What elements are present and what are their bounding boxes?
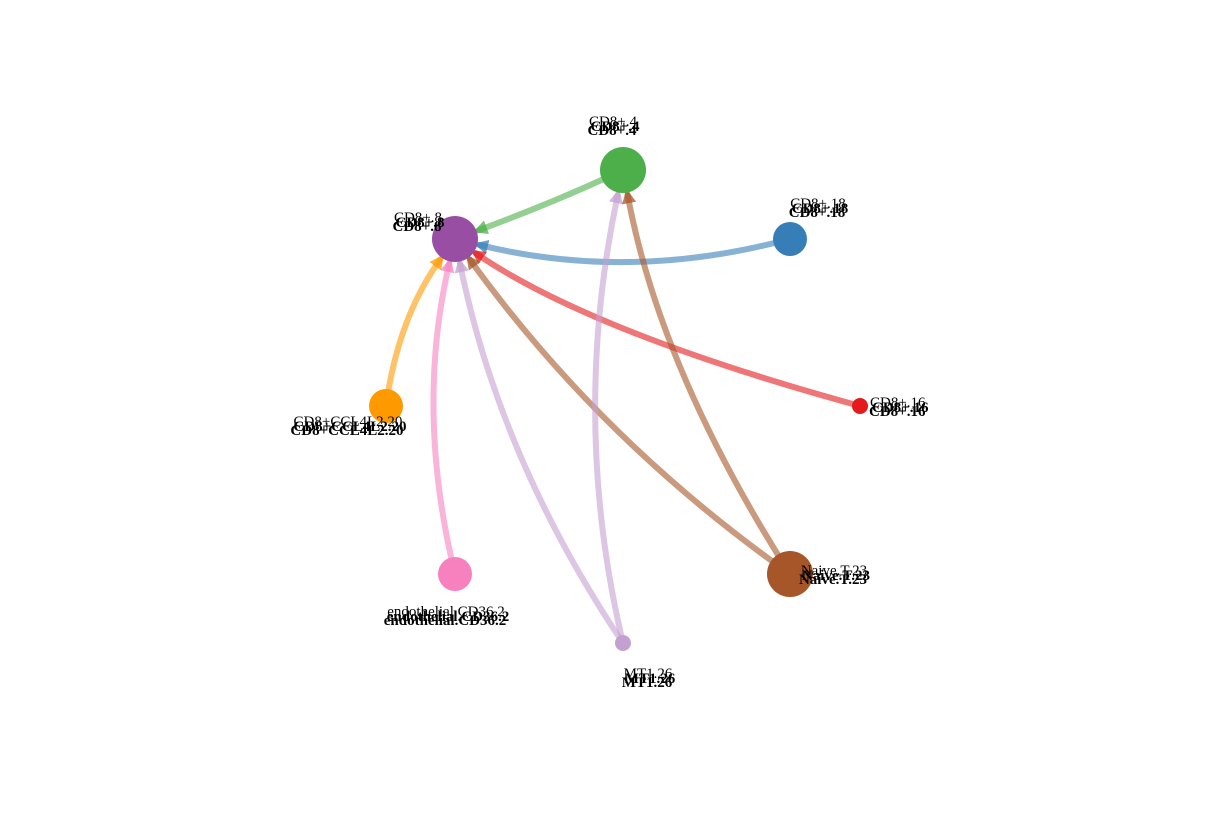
node-label-cd8_ccl4l2_20-shadow: CD8+CCL4L2.20 [293, 419, 406, 435]
node-label-naive_t_23-shadow: Naive.T.23 [802, 568, 870, 584]
edge-mt1_26-to-cd8_4 [592, 188, 626, 646]
node-label-naive_t_23-shadow: Naive.T.23 [799, 572, 867, 588]
nodes-layer [369, 147, 868, 651]
node-mt1_26 [615, 635, 631, 651]
edge-naive_t_23-to-cd8_8 [466, 254, 793, 577]
node-label-cd8_4: CD8+.4 [589, 114, 638, 130]
edges-layer [383, 167, 863, 646]
node-label-cd8_16-shadow: CD8+.16 [872, 400, 929, 416]
node-cd8_16 [852, 398, 868, 414]
edge-cd8_18-to-cd8_8 [473, 236, 793, 266]
node-label-endothelial_cd36_2-shadow: endothelial.CD36.2 [387, 609, 510, 625]
edge-cd8_4-to-cd8_8 [473, 167, 626, 235]
node-label-endothelial_cd36_2-shadow: endothelial.CD36.2 [384, 613, 507, 629]
edge-naive_t_23-to-cd8_4 [622, 188, 793, 577]
node-label-cd8_8: CD8+.8 [394, 210, 442, 226]
node-label-cd8_18-shadow: CD8+.18 [792, 201, 848, 217]
node-label-cd8_16-shadow: CD8+.16 [869, 404, 926, 420]
node-label-naive_t_23: Naive.T.23 [801, 563, 867, 579]
node-label-cd8_8-shadow: CD8+.8 [396, 215, 445, 231]
node-cd8_18 [773, 222, 807, 256]
node-label-cd8_ccl4l2_20-shadow: CD8+CCL4L2.20 [290, 423, 403, 439]
node-label-mt1_26: MT1.26 [624, 666, 673, 682]
node-label-cd8_4-shadow: CD8+.4 [588, 123, 637, 139]
node-cd8_4 [600, 147, 646, 193]
node-label-mt1_26-shadow: MT1.26 [625, 671, 676, 687]
node-label-cd8_4-shadow: CD8+.4 [591, 119, 640, 135]
node-label-cd8_16: CD8+.16 [870, 395, 926, 411]
node-endothelial_cd36_2 [438, 557, 472, 591]
node-cd8_8 [432, 216, 478, 262]
node-naive_t_23 [767, 551, 813, 597]
edge-cd8_ccl4l2_20-to-cd8_8 [383, 254, 444, 409]
edge-mt1_26-to-cd8_8 [454, 257, 626, 646]
edge-cd8_16-to-cd8_8 [470, 249, 863, 409]
node-cd8_ccl4l2_20 [369, 389, 403, 423]
node-label-cd8_18: CD8+.18 [790, 196, 846, 212]
node-label-endothelial_cd36_2: endothelial.CD36.2 [387, 604, 504, 620]
node-label-mt1_26-shadow: MT1.26 [622, 675, 673, 691]
node-label-cd8_ccl4l2_20: CD8+CCL4L2.20 [294, 414, 403, 430]
node-label-cd8_18-shadow: CD8+.18 [789, 205, 845, 221]
node-label-cd8_8-shadow: CD8+.8 [393, 219, 442, 235]
edge-endothelial_cd36_2-to-cd8_8 [430, 257, 458, 577]
